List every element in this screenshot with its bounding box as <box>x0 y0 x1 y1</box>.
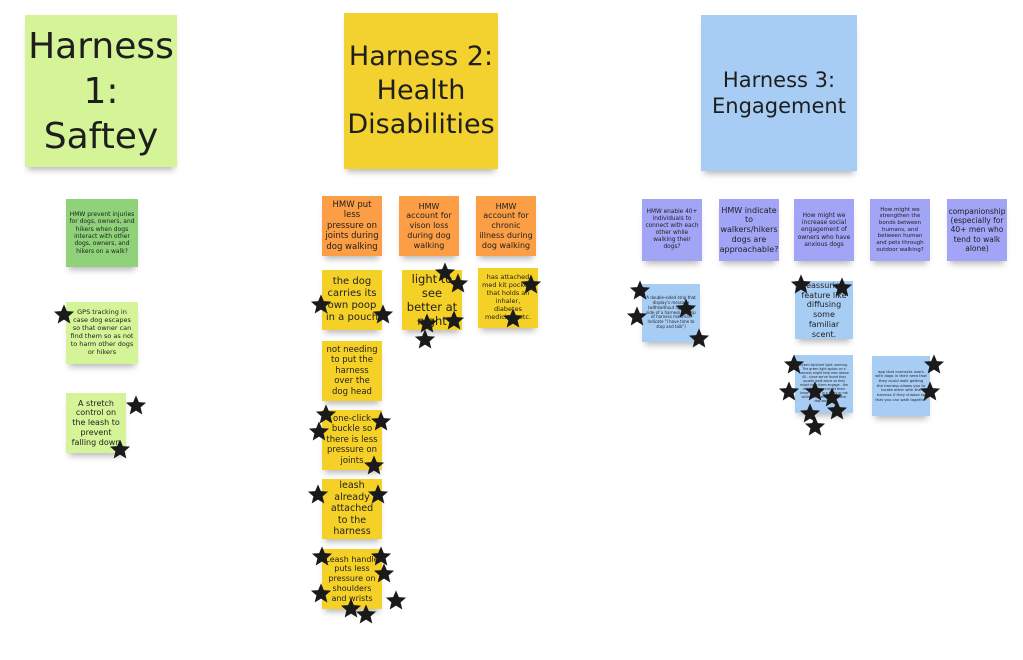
header-harness-3[interactable]: Harness 3: Engagement <box>701 15 857 171</box>
star-icon[interactable] <box>367 483 389 505</box>
star-icon[interactable] <box>315 403 337 425</box>
sticky-note[interactable]: companionship (especially for 40+ men wh… <box>947 199 1007 261</box>
star-icon[interactable] <box>778 380 800 402</box>
star-icon[interactable] <box>311 545 333 567</box>
star-icon[interactable] <box>416 312 438 334</box>
star-icon[interactable] <box>308 420 330 442</box>
star-icon[interactable] <box>414 328 436 350</box>
header-title: Harness 1: Saftey <box>28 25 174 157</box>
star-icon[interactable] <box>923 353 945 375</box>
sticky-note[interactable]: How might we increase social engagement … <box>794 199 854 261</box>
sticky-note[interactable]: HMW account for chronic illness during d… <box>476 196 536 256</box>
star-icon[interactable] <box>447 272 469 294</box>
sticky-note[interactable]: HMW prevent injuries for dogs, owners, a… <box>66 199 138 267</box>
star-icon[interactable] <box>826 399 848 421</box>
sticky-note[interactable]: A stretch control on the leash to preven… <box>66 393 126 453</box>
star-icon[interactable] <box>125 394 147 416</box>
star-icon[interactable] <box>502 307 524 329</box>
sticky-note[interactable]: leash already attached to the harness <box>322 479 382 539</box>
header-harness-1[interactable]: Harness 1: Saftey <box>25 15 177 167</box>
star-icon[interactable] <box>520 273 542 295</box>
star-icon[interactable] <box>373 562 395 584</box>
sticky-note[interactable]: HMW put less pressure on joints during d… <box>322 196 382 256</box>
star-icon[interactable] <box>370 545 392 567</box>
star-icon[interactable] <box>372 303 394 325</box>
sticky-note[interactable]: not needing to put the harness over the … <box>322 341 382 401</box>
sticky-note[interactable]: HMW indicate to walkers/hikers dogs are … <box>719 199 779 261</box>
sticky-note[interactable]: HMW enable 40+ individuals to connect wi… <box>642 199 702 261</box>
sticky-note[interactable]: HMW account for vison loss during dog wa… <box>399 196 459 256</box>
header-harness-2[interactable]: Harness 2: Health Disabilities <box>344 13 498 169</box>
star-icon[interactable] <box>385 589 407 611</box>
sticky-note[interactable]: Leash handle puts less pressure on shoul… <box>322 549 382 609</box>
star-icon[interactable] <box>831 276 853 298</box>
star-icon[interactable] <box>307 483 329 505</box>
sticky-note[interactable]: app that connects users with dogs in the… <box>872 356 930 416</box>
star-icon[interactable] <box>310 582 332 604</box>
star-icon[interactable] <box>109 438 131 460</box>
header-title: Harness 3: Engagement <box>712 67 846 118</box>
sticky-note[interactable]: the dog carries its own poop in a pouch <box>322 270 382 330</box>
star-icon[interactable] <box>804 380 826 402</box>
sticky-note[interactable]: Green light/red light: warning. The gree… <box>795 355 853 413</box>
header-title: Harness 2: Health Disabilities <box>347 41 495 140</box>
star-icon[interactable] <box>675 297 697 319</box>
star-icon[interactable] <box>629 279 651 301</box>
star-icon[interactable] <box>355 603 377 625</box>
star-icon[interactable] <box>443 309 465 331</box>
star-icon[interactable] <box>363 454 385 476</box>
sticky-note[interactable]: GPS tracking in case dog escapes so that… <box>66 302 138 364</box>
sticky-note[interactable]: How might we strengthen the bonds betwee… <box>870 199 930 261</box>
sticky-note[interactable]: one-click buckle so there is less pressu… <box>322 410 382 470</box>
star-icon[interactable] <box>919 380 941 402</box>
star-icon[interactable] <box>310 293 332 315</box>
star-icon[interactable] <box>340 597 362 619</box>
star-icon[interactable] <box>783 353 805 375</box>
star-icon[interactable] <box>804 415 826 437</box>
star-icon[interactable] <box>790 273 812 295</box>
star-icon[interactable] <box>370 410 392 432</box>
star-icon[interactable] <box>688 327 710 349</box>
star-icon[interactable] <box>626 305 648 327</box>
star-icon[interactable] <box>53 303 75 325</box>
star-icon[interactable] <box>434 261 456 283</box>
star-icon[interactable] <box>821 386 843 408</box>
